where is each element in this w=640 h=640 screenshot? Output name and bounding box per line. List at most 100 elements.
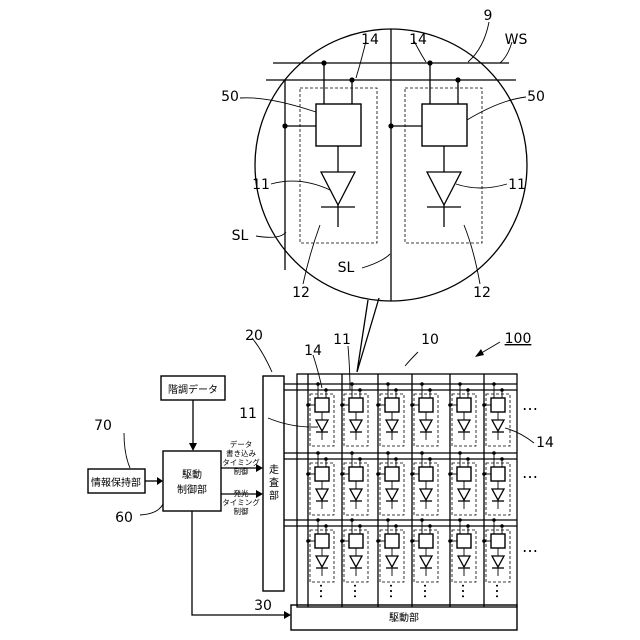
label-9: 9 xyxy=(484,8,493,24)
array-junction-dot xyxy=(306,403,310,407)
label-12: 12 xyxy=(292,285,310,301)
array-led xyxy=(420,556,432,567)
array-junction-dot xyxy=(458,451,462,455)
array-junction-dot xyxy=(306,472,310,476)
scan-unit-label: 査 xyxy=(269,476,279,489)
pixel-cell-right xyxy=(388,60,482,243)
array-led xyxy=(386,489,398,500)
emission-timing-label: タイミング xyxy=(222,497,260,507)
array-junction-dot xyxy=(340,472,344,476)
array-junction-dot xyxy=(492,382,496,386)
junction-dot xyxy=(455,77,460,82)
array-drive-circuit xyxy=(349,398,363,412)
light-emitting-diode xyxy=(427,172,461,205)
drive-circuit-box xyxy=(316,104,361,146)
array-junction-dot xyxy=(492,518,496,522)
data-write-timing-label: 書き込み xyxy=(226,448,256,458)
array-junction-dot xyxy=(420,451,424,455)
array-junction-dot xyxy=(306,539,310,543)
drive-control-label: 制御部 xyxy=(177,483,207,496)
array-junction-dot xyxy=(386,451,390,455)
array-junction-dot xyxy=(458,382,462,386)
label-14: 14 xyxy=(361,32,379,48)
label-70: 70 xyxy=(94,418,112,434)
gradation-data-label: 階調データ xyxy=(168,383,218,396)
label-30: 30 xyxy=(254,598,272,614)
array-led xyxy=(492,556,504,567)
array-drive-circuit xyxy=(315,534,329,548)
label-sl: SL xyxy=(232,228,249,244)
array-junction-dot xyxy=(428,524,432,528)
junction-dot xyxy=(321,60,326,65)
ellipsis-mark: … xyxy=(522,537,538,556)
array-drive-circuit xyxy=(491,534,505,548)
array-drive-circuit xyxy=(457,398,471,412)
junction-dot xyxy=(388,123,393,128)
array-led xyxy=(492,489,504,500)
array-junction-dot xyxy=(482,472,486,476)
array-drive-circuit xyxy=(419,534,433,548)
array-junction-dot xyxy=(324,388,328,392)
label-sl: SL xyxy=(338,260,355,276)
drive-circuit-box xyxy=(422,104,467,146)
array-junction-dot xyxy=(394,524,398,528)
array-junction-dot xyxy=(428,457,432,461)
array-junction-dot xyxy=(350,518,354,522)
array-drive-circuit xyxy=(491,467,505,481)
array-junction-dot xyxy=(500,457,504,461)
array-drive-circuit xyxy=(349,534,363,548)
scan-unit-label: 走 xyxy=(269,464,279,476)
array-junction-dot xyxy=(350,382,354,386)
array-drive-circuit xyxy=(491,398,505,412)
array-junction-dot xyxy=(376,472,380,476)
label-50: 50 xyxy=(527,89,545,105)
array-junction-dot xyxy=(324,524,328,528)
array-junction-dot xyxy=(394,388,398,392)
label-ws: WS xyxy=(505,32,528,48)
label-60: 60 xyxy=(115,510,133,526)
array-junction-dot xyxy=(458,518,462,522)
array-junction-dot xyxy=(394,457,398,461)
data-write-timing-label: 制御 xyxy=(234,466,249,476)
array-drive-circuit xyxy=(457,467,471,481)
pixel-cell-left xyxy=(282,60,377,243)
array-led xyxy=(386,556,398,567)
array-junction-dot xyxy=(420,518,424,522)
array-junction-dot xyxy=(350,451,354,455)
array-led xyxy=(350,489,362,500)
array-led xyxy=(458,420,470,431)
magnified-view xyxy=(240,22,527,372)
leader-lines-magnified xyxy=(240,22,526,284)
array-led xyxy=(492,420,504,431)
ellipsis-mark: … xyxy=(420,583,439,599)
junction-dot xyxy=(349,77,354,82)
array-junction-dot xyxy=(340,403,344,407)
array-led xyxy=(316,556,328,567)
data-write-timing-label: データ xyxy=(230,439,253,449)
array-junction-dot xyxy=(410,472,414,476)
emission-timing-label: 制御 xyxy=(234,506,249,516)
array-led xyxy=(386,420,398,431)
array-junction-dot xyxy=(466,457,470,461)
label-11: 11 xyxy=(252,177,270,193)
array-led xyxy=(458,489,470,500)
ellipsis-mark: … xyxy=(492,583,511,599)
junction-dot xyxy=(427,60,432,65)
emission-timing-label: 発光 xyxy=(234,488,249,498)
label-11: 11 xyxy=(333,332,351,348)
array-junction-dot xyxy=(420,382,424,386)
array-junction-dot xyxy=(358,524,362,528)
info-holding-label: 情報保持部 xyxy=(91,476,141,489)
array-drive-circuit xyxy=(385,398,399,412)
array-drive-circuit xyxy=(419,398,433,412)
array-junction-dot xyxy=(316,382,320,386)
drive-control-box xyxy=(163,451,221,511)
label-10: 10 xyxy=(421,332,439,348)
array-junction-dot xyxy=(482,539,486,543)
drive-unit-label: 駆動部 xyxy=(389,611,419,624)
ellipsis-mark: … xyxy=(522,463,538,482)
array-drive-circuit xyxy=(385,534,399,548)
array-junction-dot xyxy=(466,388,470,392)
array-drive-circuit xyxy=(315,467,329,481)
